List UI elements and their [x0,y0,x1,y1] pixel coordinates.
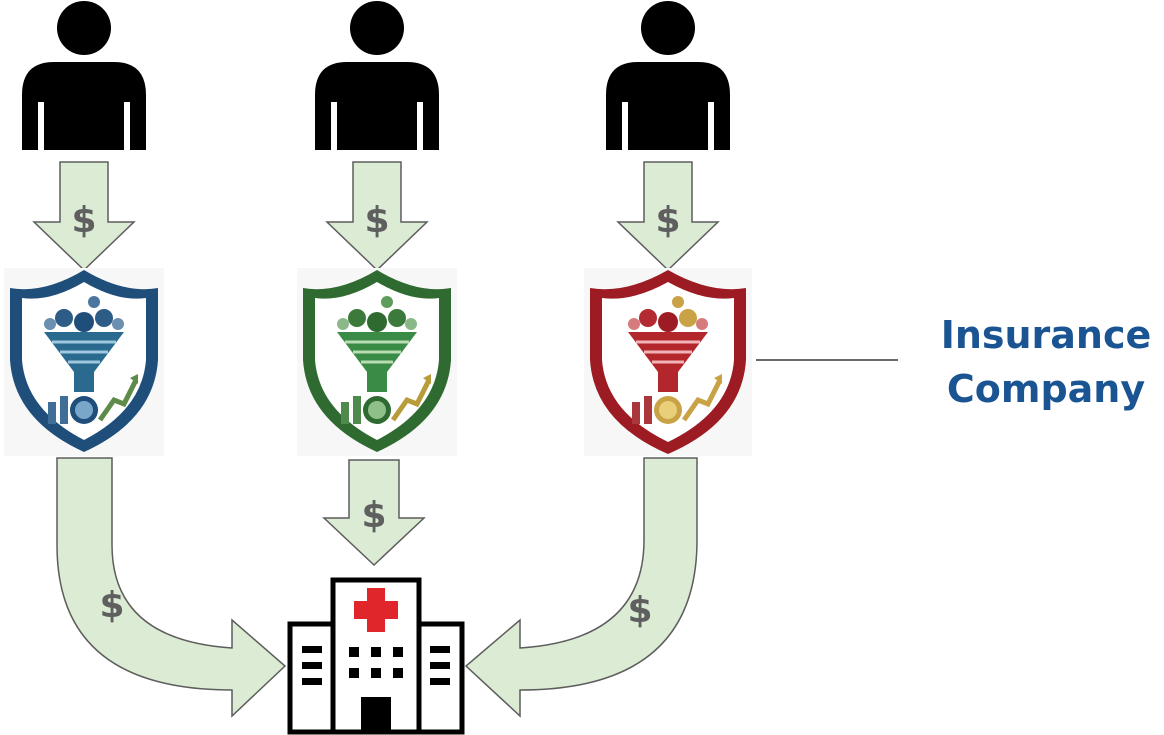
insurance-shield-icon-green [297,268,457,456]
claim-arrow-center: $ [322,459,426,567]
medical-cross-icon [354,588,398,632]
callout-line1: Insurance [941,313,1152,357]
hospital-icon [287,577,465,735]
insurance-shield-icon-red [584,268,752,456]
claim-arrow-left: $ [56,457,287,718]
dollar-label: $ [655,200,680,241]
payment-arrow-3: $ [616,161,720,272]
dollar-label: $ [627,590,652,631]
callout-line2: Company [947,367,1145,411]
person-icon-1 [22,1,146,150]
dollar-label: $ [364,200,389,241]
payment-arrow-1: $ [32,161,136,272]
person-icon-2 [315,1,439,150]
dollar-label: $ [361,495,386,536]
payment-arrow-2: $ [325,161,429,272]
dollar-label: $ [99,585,124,626]
insurance-company-label: Insurance Company [941,313,1152,411]
claim-arrow-right: $ [464,457,698,718]
dollar-label: $ [71,200,96,241]
person-icon-3 [606,1,730,150]
insurance-shield-icon-blue [4,268,164,456]
